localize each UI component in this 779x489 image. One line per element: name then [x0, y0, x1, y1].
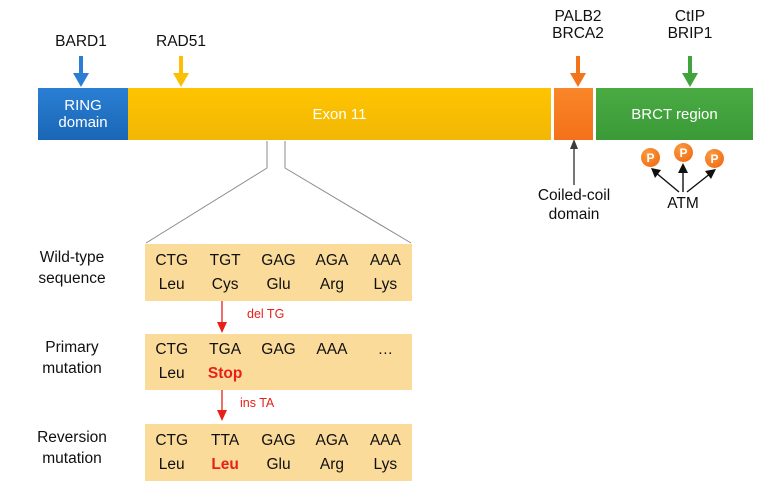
- codon-cell: TGA: [209, 341, 242, 358]
- ring-label-line2: domain: [58, 114, 108, 131]
- amino-acid-row: Leu Cys Glu Arg Lys: [145, 273, 412, 297]
- codon-cell: AAA: [369, 251, 401, 269]
- mutation-step-label-del-tg: del TG: [247, 307, 284, 322]
- codon-cell: TGT: [209, 251, 241, 269]
- codon-cell: CTG: [155, 251, 189, 269]
- amino-acid-cell: Glu: [266, 455, 291, 473]
- amino-acid-cell: [359, 362, 412, 386]
- domain-segment-ring[interactable]: RING domain: [38, 88, 128, 140]
- sequence-box-primary-mutation: CTG TGA GAG AAA … Leu Stop: [145, 334, 412, 390]
- amino-acid-cell: Cys: [211, 275, 239, 293]
- kinase-label-atm: ATM: [643, 194, 723, 213]
- sequence-row-label-wild-type: Wild-type sequence: [8, 247, 136, 289]
- amino-acid-cell: Arg: [319, 275, 344, 293]
- arrow-rad51: [173, 56, 189, 87]
- amino-acid-row: Leu Leu Glu Arg Lys: [145, 453, 412, 477]
- codon-cell: GAG: [261, 431, 296, 449]
- row-label-line2: sequence: [38, 270, 106, 287]
- arrow-del-tg: [217, 300, 227, 333]
- ring-label-line1: RING: [64, 97, 102, 114]
- interactor-line: CtIP: [674, 8, 706, 25]
- domain-segment-brct[interactable]: BRCT region: [596, 88, 753, 140]
- interactor-line: BARD1: [55, 33, 107, 50]
- codon-cell: TTA: [211, 431, 240, 449]
- codon-cell: GAG: [261, 341, 296, 358]
- arrow-palb2-brca2: [570, 56, 586, 87]
- interactor-label-bard1: BARD1: [36, 33, 126, 50]
- codon-cell: CTG: [155, 341, 189, 358]
- protein-domain-bar: RING domain Exon 11 BRCT region: [38, 88, 753, 140]
- row-label-line1: Primary: [45, 339, 99, 356]
- amino-acid-cell: Arg: [319, 455, 344, 473]
- sequence-box-wild-type: CTG TGT GAG AGA AAA Leu Cys Glu Arg Lys: [145, 244, 412, 301]
- codon-cell: AGA: [315, 251, 349, 269]
- phospho-site-icon: P: [705, 149, 724, 168]
- interactor-line: RAD51: [156, 33, 206, 50]
- amino-acid-cell: Lys: [373, 275, 398, 293]
- domain-segment-coiled-coil[interactable]: [554, 88, 593, 140]
- phospho-label: P: [710, 151, 719, 166]
- amino-acid-cell: Glu: [266, 275, 291, 293]
- interactor-label-rad51: RAD51: [136, 33, 226, 50]
- brct-label: BRCT region: [631, 105, 718, 123]
- codon-row: CTG TGA GAG AAA …: [145, 338, 412, 362]
- codon-row: CTG TGT GAG AGA AAA: [145, 249, 412, 273]
- codon-cell: AAA: [369, 431, 401, 449]
- phospho-site-icon: P: [641, 148, 660, 167]
- coiled-coil-callout: Coiled-coil domain: [514, 186, 634, 224]
- domain-segment-exon11[interactable]: Exon 11: [128, 88, 551, 140]
- interactor-label-palb2-brca2: PALB2 BRCA2: [533, 8, 623, 42]
- codon-cell: AAA: [316, 341, 348, 358]
- interactor-label-ctip-brip1: CtIP BRIP1: [645, 8, 735, 42]
- amino-acid-row: Leu Stop: [145, 362, 412, 386]
- coiled-coil-line2: domain: [548, 206, 600, 223]
- mutation-step-label-ins-ta: ins TA: [240, 396, 274, 411]
- amino-acid-cell: Leu: [158, 365, 185, 382]
- amino-acid-cell: [252, 362, 305, 386]
- codon-cell: AGA: [315, 431, 349, 449]
- coiled-coil-line1: Coiled-coil: [537, 187, 611, 204]
- phospho-site-icon: P: [674, 143, 693, 162]
- ins-ta-text: ins TA: [240, 396, 275, 410]
- arrow-bard1: [73, 56, 89, 87]
- amino-acid-cell-highlighted: Stop: [207, 365, 243, 382]
- amino-acid-cell: [305, 362, 358, 386]
- exon11-label: Exon 11: [312, 105, 367, 123]
- codon-cell: GAG: [261, 251, 296, 269]
- atm-text: ATM: [667, 195, 699, 212]
- arrow-ins-ta: [217, 389, 227, 421]
- amino-acid-cell: Leu: [158, 455, 185, 473]
- arrow-ctip-brip1: [682, 56, 698, 87]
- del-tg-text: del TG: [247, 307, 285, 321]
- sequence-row-label-reversion-mutation: Reversion mutation: [8, 427, 136, 469]
- codon-cell: …: [377, 341, 394, 358]
- amino-acid-cell: Leu: [158, 275, 185, 293]
- interactor-line: BRCA2: [552, 25, 604, 42]
- interactor-line: PALB2: [554, 8, 602, 25]
- codon-row: CTG TTA GAG AGA AAA: [145, 429, 412, 453]
- row-label-line2: mutation: [42, 450, 102, 467]
- row-label-line1: Reversion: [37, 429, 107, 446]
- row-label-line1: Wild-type: [39, 249, 105, 266]
- amino-acid-cell-highlighted: Leu: [211, 455, 239, 473]
- phospho-label: P: [679, 145, 688, 160]
- sequence-row-label-primary-mutation: Primary mutation: [8, 337, 136, 379]
- amino-acid-cell: Lys: [373, 455, 398, 473]
- interactor-line: BRIP1: [667, 25, 713, 42]
- codon-cell: CTG: [155, 431, 189, 449]
- sequence-box-reversion-mutation: CTG TTA GAG AGA AAA Leu Leu Glu Arg Lys: [145, 424, 412, 481]
- phospho-label: P: [646, 150, 655, 165]
- row-label-line2: mutation: [42, 360, 102, 377]
